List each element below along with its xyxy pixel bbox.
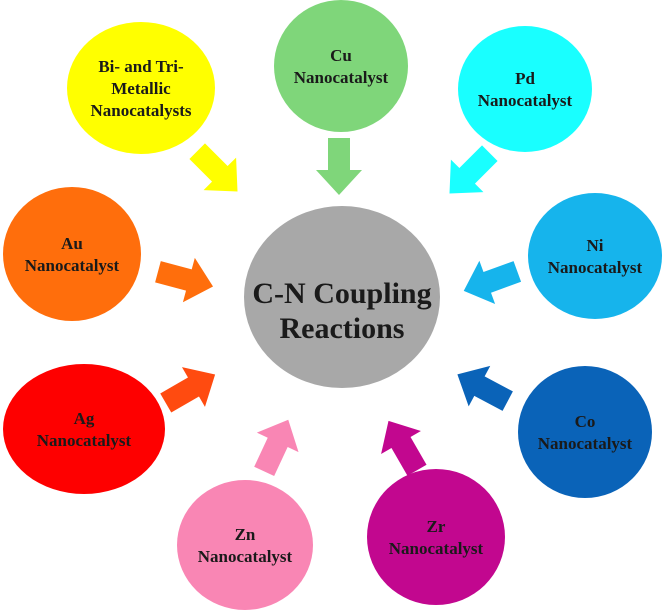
node-zr-ellipse xyxy=(367,469,505,605)
arrow-cu xyxy=(316,138,362,195)
node-ni-label-line-1: Ni xyxy=(587,236,604,255)
center-title-line-2: Reactions xyxy=(280,312,405,345)
node-co-label-line-2: Nanocatalyst xyxy=(538,434,633,453)
node-bitri-label-line-3: Nanocatalysts xyxy=(90,101,191,120)
arrows-layer xyxy=(155,138,522,477)
arrow-zn xyxy=(254,419,299,477)
node-cu-label-line-2: Nanocatalyst xyxy=(294,68,389,87)
center-title-line-1: C-N Coupling xyxy=(252,277,431,310)
node-au-label-line-1: Au xyxy=(61,234,83,253)
node-au-label-line-2: Nanocatalyst xyxy=(25,256,120,275)
node-bitri-ellipse xyxy=(67,22,215,154)
arrow-au xyxy=(155,257,214,303)
arrow-bitri xyxy=(189,143,238,192)
node-co-ellipse xyxy=(518,366,652,498)
node-cu-ellipse xyxy=(274,0,408,132)
node-zn-label-line-2: Nanocatalyst xyxy=(198,547,293,566)
arrow-ni xyxy=(463,260,522,304)
node-zn-ellipse xyxy=(177,480,313,610)
node-ni-ellipse xyxy=(528,193,662,319)
center-node: C-N Coupling Reactions xyxy=(242,204,442,390)
node-ni-label-line-2: Nanocatalyst xyxy=(548,258,643,277)
node-zr-label-line-1: Zr xyxy=(427,517,446,536)
node-ag-ellipse xyxy=(3,364,165,494)
node-co-label-line-1: Co xyxy=(575,412,596,431)
node-ag-label-line-2: Nanocatalyst xyxy=(37,431,132,450)
node-bitri-label-line-1: Bi- and Tri- xyxy=(98,57,184,76)
center-ellipse xyxy=(242,204,442,390)
arrow-pd xyxy=(449,145,498,194)
node-pd-label-line-1: Pd xyxy=(515,69,535,88)
node-bitri-label-line-2: Metallic xyxy=(111,79,171,98)
node-zr-label-line-2: Nanocatalyst xyxy=(389,539,484,558)
arrow-zr xyxy=(381,420,427,476)
arrow-co xyxy=(457,365,513,411)
node-cu-label-line-1: Cu xyxy=(330,46,352,65)
node-au-ellipse xyxy=(3,187,141,321)
node-zn-label-line-1: Zn xyxy=(235,525,256,544)
arrow-ag xyxy=(160,367,216,413)
node-pd-label-line-2: Nanocatalyst xyxy=(478,91,573,110)
node-pd-ellipse xyxy=(458,26,592,152)
node-ag-label-line-1: Ag xyxy=(74,409,95,428)
